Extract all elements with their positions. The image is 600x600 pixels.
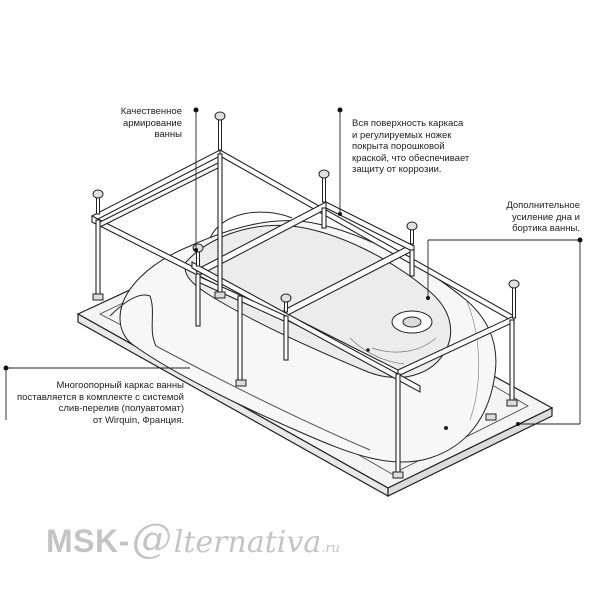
bolt-top bbox=[508, 279, 520, 319]
annotation-reinforcement: Качественное армирование ванны bbox=[120, 106, 182, 140]
bolt-top bbox=[92, 189, 104, 215]
watermark-at-icon: @ bbox=[131, 516, 172, 562]
callout-lines bbox=[5, 110, 581, 425]
leg-bolts bbox=[92, 111, 520, 319]
bolt-top bbox=[318, 169, 330, 203]
bolt-top bbox=[406, 221, 418, 245]
watermark-tld: .ru bbox=[321, 541, 340, 556]
callout-dots bbox=[3, 107, 583, 426]
bolt-top bbox=[280, 293, 292, 313]
support-frame bbox=[91, 149, 515, 475]
watermark-logo: MSK-@lternativa.ru bbox=[46, 516, 340, 562]
bolt-top bbox=[214, 111, 226, 151]
leg-feet bbox=[92, 291, 518, 479]
annotation-coating: Вся поверхность каркаса и регулируемых н… bbox=[352, 118, 470, 175]
watermark-msk: MSK- bbox=[46, 523, 130, 559]
annotation-extra-reinforcement: Дополнительное усиление дна и бортика ва… bbox=[506, 200, 580, 234]
annotation-frame-kit: Многоопорный каркас ванны поставляется в… bbox=[17, 380, 184, 426]
watermark-name: lternativa bbox=[173, 525, 322, 560]
